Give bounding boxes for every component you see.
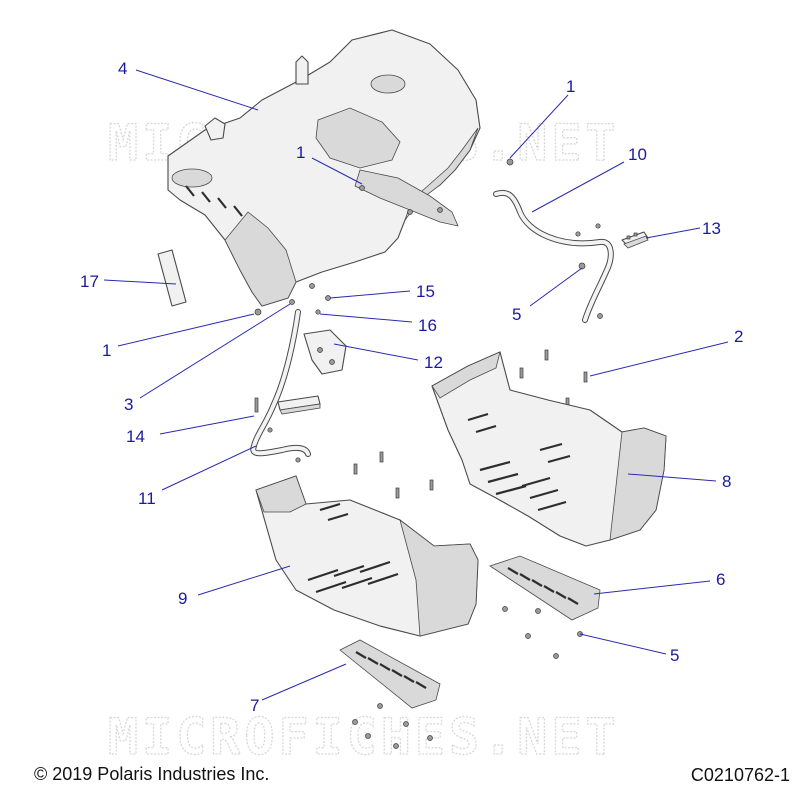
plate-12-part	[303, 329, 347, 375]
watermark-bottom: MICROFICHES.NET	[108, 708, 620, 766]
callout-11: 11	[138, 489, 156, 508]
callout-15: 15	[416, 282, 435, 301]
callout-8: 8	[722, 472, 731, 491]
bolt-14	[254, 397, 259, 413]
bracket-13-part	[621, 231, 649, 249]
rear-fender-part	[167, 29, 481, 307]
callout-9: 9	[178, 589, 187, 608]
nuts-lower	[352, 606, 583, 749]
fastener-11b	[295, 457, 301, 463]
leader-lines	[103, 69, 729, 701]
fastener-5a	[578, 262, 586, 270]
callout-3: 3	[124, 395, 133, 414]
figure-id: C0210762-1	[690, 765, 790, 785]
left-footpeg-grate-part	[339, 639, 441, 709]
fastener-16	[315, 309, 321, 315]
callout-1-left: 1	[102, 341, 111, 360]
right-grab-tube-part	[493, 189, 614, 323]
callout-5-upper: 5	[512, 305, 521, 324]
fastener-15a	[309, 283, 315, 289]
decal-17-part	[157, 249, 187, 307]
bracket-14-part	[277, 395, 321, 415]
left-footwell-part	[255, 475, 479, 637]
fastener-10a	[595, 223, 601, 229]
callout-12: 12	[424, 353, 443, 372]
fastener-10c	[597, 313, 603, 319]
callout-4: 4	[118, 59, 127, 78]
callout-labels: 4 1 1 10 13 17 15 16 5 2 1 3 12 14 11 8 …	[80, 59, 743, 715]
callout-13: 13	[702, 219, 721, 238]
callout-2: 2	[734, 327, 743, 346]
right-footpeg-grate-part	[489, 555, 601, 621]
copyright-notice: © 2019 Polaris Industries Inc.	[34, 764, 270, 784]
callout-10: 10	[628, 145, 647, 164]
fastener-3	[289, 299, 295, 305]
callout-1-top: 1	[566, 77, 575, 96]
callout-16: 16	[418, 316, 437, 335]
fastener-15b	[325, 295, 331, 301]
right-footwell-part	[431, 351, 667, 547]
callout-1-fender: 1	[296, 143, 305, 162]
fastener-1a	[506, 158, 514, 166]
fastener-11	[267, 427, 273, 433]
callout-5-lower: 5	[670, 646, 679, 665]
fastener-1b	[254, 308, 262, 316]
callout-17: 17	[80, 272, 99, 291]
fastener-10b	[575, 231, 581, 237]
callout-14: 14	[126, 427, 145, 446]
left-grab-tube-part	[250, 309, 311, 457]
callout-6: 6	[716, 570, 725, 589]
callout-7: 7	[250, 696, 259, 715]
